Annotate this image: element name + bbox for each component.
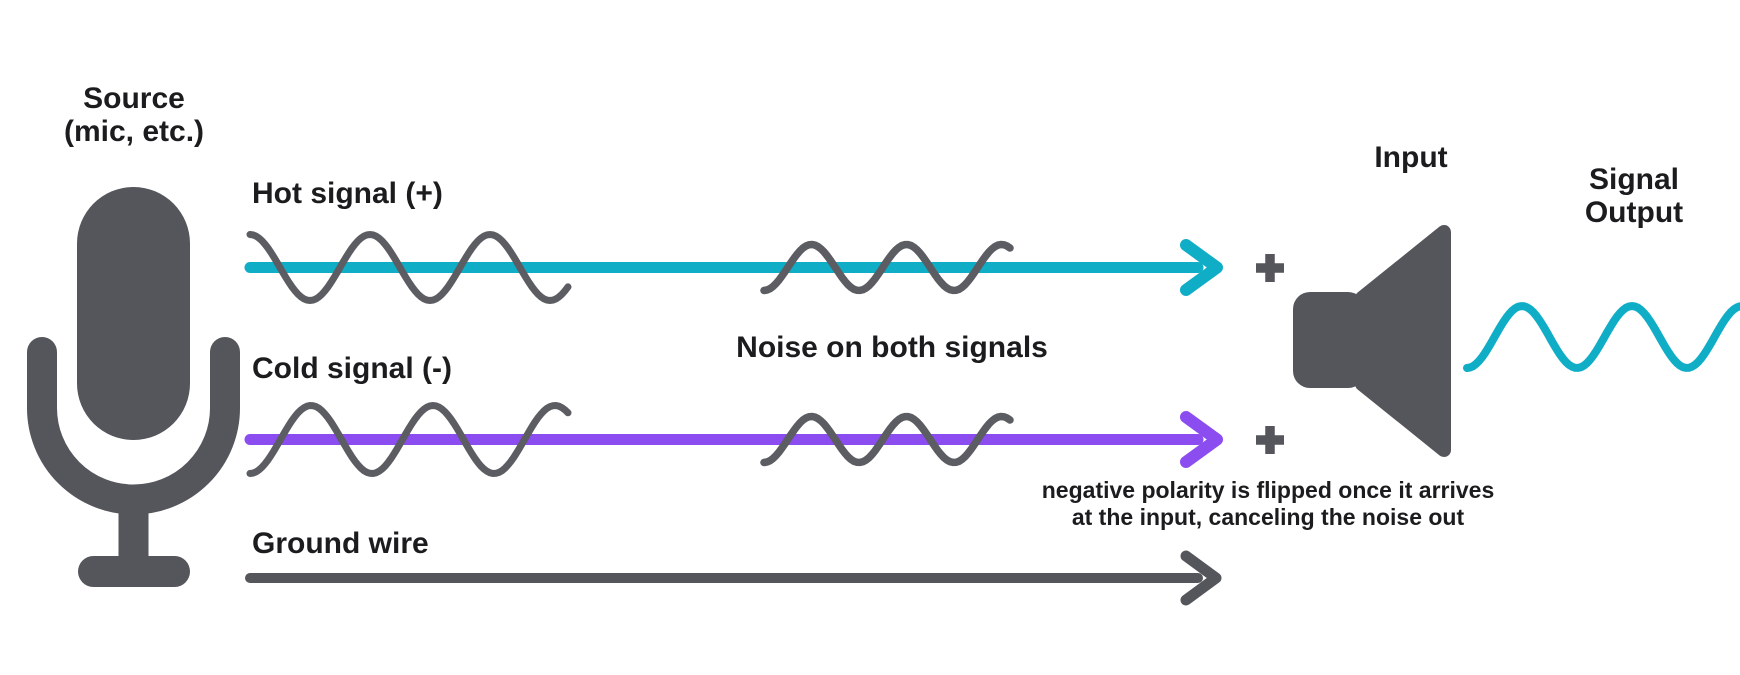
hot-source-wave [246,230,572,305]
plus-icon [1256,254,1284,282]
signal-output-label-line2: Output [1584,196,1684,229]
source-label-line2: (mic, etc.) [63,115,205,148]
hot-signal-arrow [244,239,1223,296]
ground-wire-label: Ground wire [252,527,429,560]
cold-noise-wave [760,412,1014,467]
input-label: Input [1374,141,1448,174]
hot-signal-label: Hot signal (+) [252,177,443,210]
speaker-icon [1293,225,1451,457]
polarity-note: negative polarity is flipped once it arr… [1042,477,1494,531]
arrow-right-icon [1180,550,1222,606]
noise-label: Noise on both signals [736,331,1048,364]
hot-noise-wave [760,240,1014,295]
microphone-icon [27,187,240,587]
source-label-line1: Source [83,82,185,115]
ground-wire-arrow [245,550,1222,606]
cold-signal-label: Cold signal (-) [252,352,452,385]
arrow-right-icon [1180,239,1223,296]
source-label: Source (mic, etc.) [64,82,204,148]
cold-signal-arrow [244,411,1223,468]
output-signal-wave [1463,301,1740,372]
cold-source-wave [246,401,572,478]
polarity-note-line2: at the input, canceling the noise out [1071,504,1465,530]
plus-icon [1256,426,1284,454]
signal-output-label-line1: Signal [1588,163,1680,196]
arrow-right-icon [1180,411,1223,468]
signal-output-label: Signal Output [1585,163,1683,229]
polarity-note-line1: negative polarity is flipped once it arr… [1041,477,1495,503]
